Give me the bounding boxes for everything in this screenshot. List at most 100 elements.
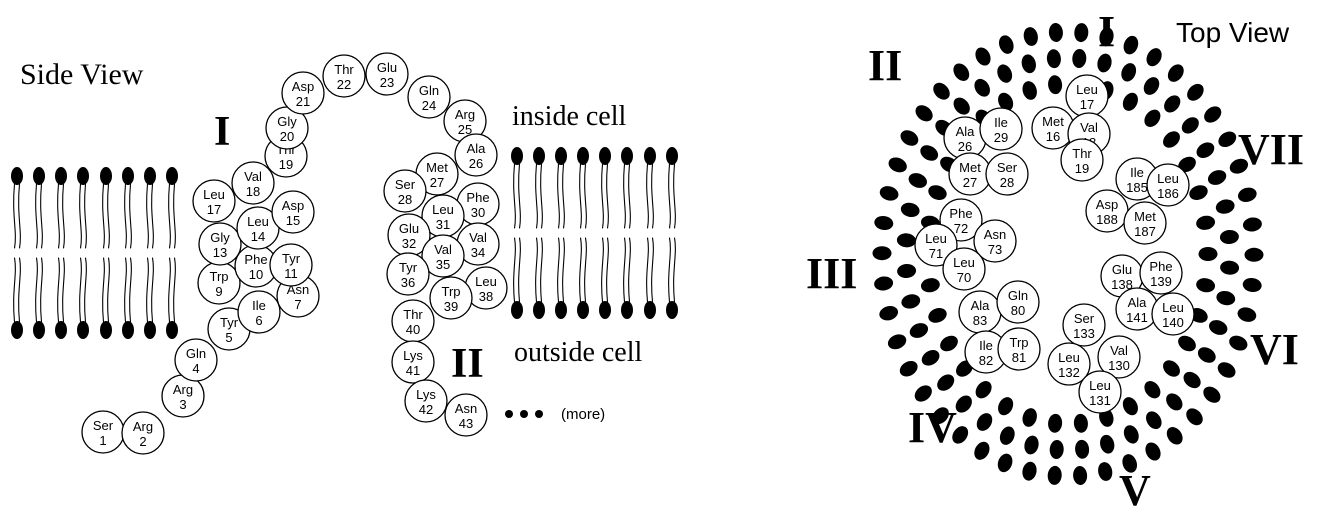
lipid-tail: [557, 237, 560, 303]
lipid-bead: [952, 426, 969, 444]
lipid-bead: [1204, 106, 1222, 123]
residue-number: 4: [192, 361, 199, 376]
lipid-tail: [562, 237, 565, 303]
lipid-head: [33, 321, 45, 339]
lipid-bead: [1075, 439, 1090, 459]
lipid-bead: [928, 308, 947, 323]
lipid-bead: [974, 78, 990, 97]
residue-name: Asp: [292, 79, 314, 94]
residue-circle: [1060, 138, 1104, 182]
lipid-bead: [1163, 131, 1180, 148]
residue-name: Ser: [997, 160, 1018, 175]
lipid-tail: [129, 257, 132, 323]
lipid-bead: [1100, 434, 1115, 454]
residue-number: 40: [406, 322, 420, 337]
lipid-head: [577, 301, 589, 319]
lipid-bead: [899, 360, 918, 377]
residue-number: 21: [296, 94, 310, 109]
lipid-bead: [1021, 54, 1036, 74]
lipid-bead: [940, 335, 958, 352]
residue-circle: [269, 243, 313, 287]
lipid-tail: [601, 237, 604, 303]
residue-circle: [365, 52, 409, 96]
lipid-bead: [1145, 442, 1161, 461]
residue-circle: [996, 280, 1040, 324]
lipid-tail: [584, 237, 587, 303]
residue-number: 5: [225, 330, 232, 345]
residue-name: Met: [959, 160, 981, 175]
lipid-tail: [168, 257, 171, 323]
residue-name: Leu: [1162, 300, 1184, 315]
lipid-bead: [1181, 117, 1199, 134]
lipid-bead: [1022, 408, 1037, 427]
lipid-tail: [513, 237, 516, 303]
residue-name: Leu: [475, 274, 497, 289]
lipid-tail: [102, 257, 105, 323]
residue-number: 130: [1108, 358, 1130, 373]
lipid-tail: [13, 183, 16, 249]
lipid-bead: [1218, 131, 1237, 148]
lipid-tail: [107, 257, 110, 323]
residue-name: Ser: [93, 418, 114, 433]
lipid-tail: [107, 183, 110, 249]
lipid-bead: [953, 97, 970, 115]
residue-name: Gln: [1008, 288, 1028, 303]
lipid-bead: [1073, 466, 1088, 485]
lipid-bead: [937, 374, 955, 391]
lipid-bead: [874, 215, 894, 231]
residue-number: 71: [929, 246, 943, 261]
lipid-tail: [18, 257, 21, 323]
lipid-tail: [151, 257, 154, 323]
lipid-tail: [606, 163, 609, 229]
lipid-tail: [540, 163, 543, 229]
residue-name: Lys: [416, 387, 436, 402]
residue-name: Asp: [282, 198, 304, 213]
residue-name: Met: [1134, 209, 1156, 224]
lipid-bead: [1072, 49, 1087, 68]
lipid-bead: [897, 263, 917, 279]
residue-circle: [404, 379, 448, 423]
lipid-tail: [651, 163, 654, 229]
residue-number: 9: [215, 284, 222, 299]
lipid-bead: [1097, 53, 1112, 73]
residue-circle: [271, 190, 315, 234]
residue-name: Trp: [209, 269, 228, 284]
residue-name: Val: [469, 230, 487, 245]
top-helix-label-4: IV: [908, 403, 957, 452]
top-helix-label-3: III: [806, 249, 857, 298]
lipid-tail: [628, 237, 631, 303]
residue-name: Ala: [971, 298, 991, 313]
residue-number: 31: [436, 217, 450, 232]
lipid-bead: [1122, 92, 1138, 111]
residue-circle: [237, 290, 281, 334]
lipid-head: [555, 301, 567, 319]
residue-number: 41: [406, 363, 420, 378]
lipid-head: [644, 301, 656, 319]
residue-number: 13: [213, 245, 227, 260]
residue-circle: [121, 411, 165, 455]
lipid-bead: [1187, 83, 1204, 101]
lipid-bead: [953, 63, 970, 81]
residue-number: 23: [380, 75, 394, 90]
residue-circle: [421, 234, 465, 278]
lipid-head: [11, 321, 23, 339]
lipid-tail: [57, 257, 60, 323]
residue-circle: [198, 222, 242, 266]
lipid-bead: [1074, 23, 1089, 43]
residue-number: 3: [179, 397, 186, 412]
